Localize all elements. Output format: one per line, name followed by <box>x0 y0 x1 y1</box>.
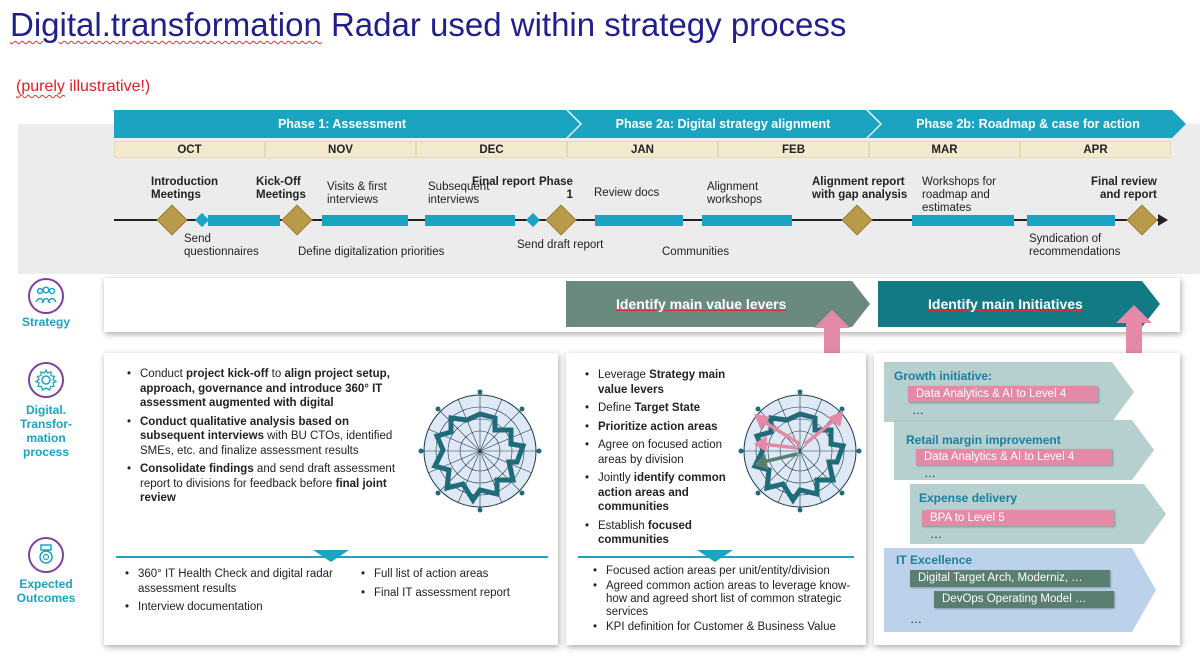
outcome-action-areas: Full list of action areas <box>358 567 554 582</box>
title-part2: Radar used within strategy process <box>321 6 847 43</box>
initiative-it-item-arch: Digital Target Arch, Moderniz, … <box>910 570 1110 587</box>
initiative-expense-heading: Expense delivery <box>919 491 1018 505</box>
activity-define-priorities: Define digitalization priorities <box>298 246 445 258</box>
gear-icon <box>28 362 64 398</box>
phase2a-bullet-leverage: Leverage Strategy main value levers <box>582 368 732 397</box>
initiative-retail-item: Data Analytics & AI to Level 4 <box>916 449 1112 465</box>
page-subtitle: (purely illustrative!) <box>16 78 150 96</box>
medal-icon <box>28 537 64 573</box>
initiative-expense-item: BPA to Level 5 <box>922 510 1114 526</box>
subtitle-part1: (purely <box>16 78 65 95</box>
page-title: Digital.transformation Radar used within… <box>10 6 846 44</box>
phase2a-shape <box>568 110 880 138</box>
pink-double-arrow-2 <box>1116 305 1152 383</box>
phase2a-bullet-target: Define Target State <box>582 401 732 416</box>
phase-2b-label: Phase 2b: Roadmap & case for action <box>916 117 1140 131</box>
phase2b-shape <box>868 110 1186 138</box>
phase2a-bullet-agree: Agree on focused action areas by divisio… <box>582 438 732 467</box>
bar-subsequent <box>425 215 515 226</box>
phase-1-label: Phase 1: Assessment <box>277 117 407 131</box>
month-nov: NOV <box>265 141 416 158</box>
phase1-bullet-consolidate: Consolidate findings and send draft asse… <box>124 462 404 506</box>
initiative-retail-heading: Retail margin improvement <box>906 433 1061 447</box>
people-icon <box>28 278 64 314</box>
activity-visits-interviews: Visits & first interviews <box>327 181 387 206</box>
month-dec: DEC <box>416 141 567 158</box>
radar-chart-assessment <box>418 389 542 513</box>
phase-chevrons <box>114 110 1186 138</box>
row-label-outcomes: Expected Outcomes <box>16 577 76 605</box>
row-label-strategy: Strategy <box>21 315 71 329</box>
chevron-down-icon <box>697 550 733 562</box>
activity-send-draft: Send draft report <box>517 239 604 251</box>
phase1-bullet-kickoff: Conduct project kick-off to align projec… <box>124 367 404 411</box>
bar-visits <box>322 215 408 226</box>
outcomes-phase1-col1: 360° IT Health Check and digital radar a… <box>122 567 352 619</box>
activity-alignment-workshops: Alignment workshops <box>707 181 762 206</box>
initiative-growth-more: … <box>912 403 924 417</box>
bar-questionnaires <box>208 215 280 226</box>
initiative-expense-more: … <box>930 527 942 541</box>
radar-chart-alignment <box>738 389 862 513</box>
initiatives-arrow-shape <box>878 281 1160 327</box>
phase1-shape <box>114 110 580 138</box>
activity-subsequent-interviews: Subsequent interviews <box>428 181 490 206</box>
activity-communities: Communities <box>662 246 730 258</box>
outcome-health-check: 360° IT Health Check and digital radar a… <box>122 567 352 596</box>
chevron-down-icon <box>313 550 349 562</box>
identify-main-initiatives: Identify main Initiatives <box>928 296 1083 312</box>
subtitle-part2: illustrative!) <box>64 78 151 95</box>
phase-2a-label: Phase 2a: Digital strategy alignment <box>615 117 831 131</box>
milestone-alignment-report: Alignment report with gap analysis <box>812 176 908 201</box>
phase2a-bullet-jointly: Jointly identify common action areas and… <box>582 471 732 515</box>
initiative-it-more: … <box>910 612 922 626</box>
month-jan: JAN <box>567 141 718 158</box>
identify-value-levers: Identify main value levers <box>616 296 787 312</box>
activity-review-docs: Review docs <box>594 187 660 199</box>
bar-alignment-workshops <box>702 215 792 226</box>
outcome-interview-doc: Interview documentation <box>122 600 352 615</box>
phase2a-bullet-list: Leverage Strategy main value levers Defi… <box>582 368 732 552</box>
month-mar: MAR <box>869 141 1020 158</box>
initiative-retail-more: … <box>924 466 936 480</box>
bar-review-docs <box>595 215 683 226</box>
milestone-introduction-meetings: Introduction Meetings <box>151 176 219 201</box>
outcome-focused-areas: Focused action areas per unit/entity/div… <box>590 565 862 578</box>
initiative-growth-heading: Growth initiative: <box>894 369 993 383</box>
activity-send-questionnaires: Send questionnaires <box>184 233 259 258</box>
milestone-kickoff-meetings: Kick-Off Meetings <box>256 176 306 201</box>
milestone-final-review: Final review and report <box>1091 176 1157 201</box>
month-oct: OCT <box>114 141 265 158</box>
outcome-common-areas: Agreed common action areas to leverage k… <box>590 580 862 619</box>
initiative-it-excellence-heading: IT Excellence <box>896 553 973 567</box>
timeline-arrow-icon <box>1158 214 1168 226</box>
bar-syndication <box>1027 215 1115 226</box>
title-part1: Digital.transformation <box>10 6 322 43</box>
outcomes-phase1-col2: Full list of action areas Final IT asses… <box>358 567 554 604</box>
outcome-kpi: KPI definition for Customer & Business V… <box>590 621 862 634</box>
phase2a-bullet-prioritize: Prioritize action areas <box>582 420 732 435</box>
initiative-it-item-devops: DevOps Operating Model … <box>934 591 1114 608</box>
activity-syndication: Syndication of recommendations <box>1029 233 1121 258</box>
month-feb: FEB <box>718 141 869 158</box>
phase1-bullet-list: Conduct project kick-off to align projec… <box>124 367 404 510</box>
phase1-bullet-analysis: Conduct qualitative analysis based on su… <box>124 415 404 459</box>
activity-roadmap-workshops: Workshops for roadmap and estimates <box>922 176 996 214</box>
phase2a-bullet-establish: Establish focused communities <box>582 519 732 548</box>
value-levers-arrow-shape <box>566 281 870 327</box>
bar-roadmap-workshops <box>912 215 1014 226</box>
outcome-final-report: Final IT assessment report <box>358 586 554 601</box>
outcomes-phase2a: Focused action areas per unit/entity/div… <box>590 565 862 638</box>
initiative-growth-item: Data Analytics & AI to Level 4 <box>908 386 1098 402</box>
row-label-dt-process: Digital. Transfor- mation process <box>19 403 72 459</box>
milestone-phase1: Phase 1 <box>539 176 573 201</box>
month-apr: APR <box>1020 141 1171 158</box>
milestone-final-report: Final report <box>472 176 536 188</box>
